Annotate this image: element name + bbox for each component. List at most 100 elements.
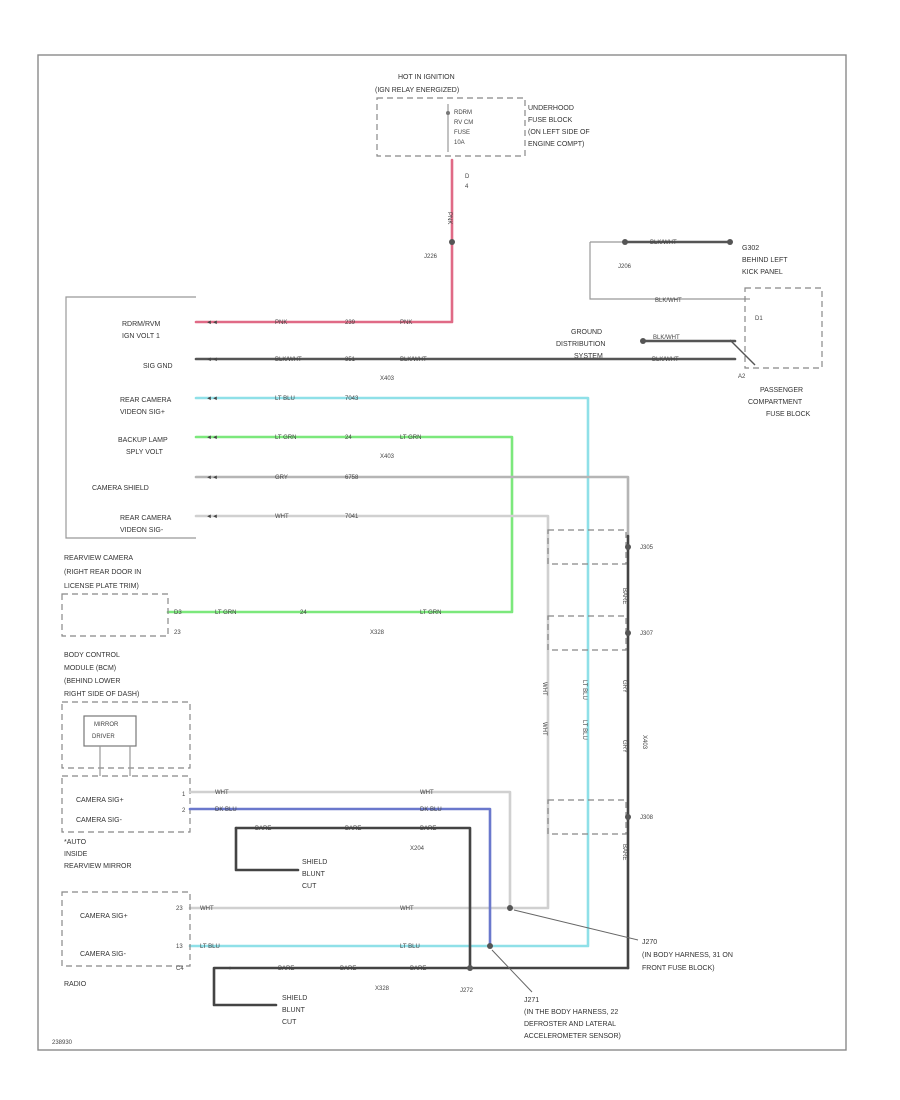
rearview-pin-2: 23 (174, 630, 181, 636)
x403-a-label: X403 (380, 376, 395, 382)
bcm-title-4: RIGHT SIDE OF DASH) (64, 691, 139, 698)
row0-mark: ◄◄ (206, 320, 218, 326)
g302-label-1: G302 (742, 245, 759, 252)
blk-wht-lo-label: BLK/WHT (652, 357, 679, 363)
radio-wht-2: WHT (400, 906, 414, 912)
x403-v-label: X403 (641, 735, 647, 750)
row-ign-volt: RDRM/RVM IGN VOLT 1 PNK 239 PNK (122, 320, 412, 340)
rearview-title-1: REARVIEW CAMERA (64, 555, 133, 562)
underhood-label-4: ENGINE COMPT) (528, 141, 584, 148)
fuse-label-2: RV CM (454, 120, 473, 126)
vert-bare: BARE (621, 588, 627, 604)
splice-j308-label: J308 (640, 815, 654, 821)
splice-j307-dot (625, 630, 631, 636)
footer-code: 238930 (52, 1040, 73, 1046)
wire-video-sig-neg (188, 514, 550, 910)
wire-mirror-sig-neg (188, 807, 492, 948)
underhood-label-3: (ON LEFT SIDE OF (528, 129, 590, 136)
x204-label: X204 (410, 846, 425, 852)
radio-bare: BARE (278, 966, 294, 972)
row-backup-lamp: BACKUP LAMP SPLY VOLT LT GRN 24 LT GRN X… (118, 435, 514, 614)
underhood-fuse-block: HOT IN IGNITION (IGN RELAY ENERGIZED) RD… (375, 74, 590, 190)
mirror-shield-3: CUT (302, 883, 317, 890)
j270-label-1: J270 (642, 939, 657, 946)
row1-mark: ◄◄ (206, 357, 218, 363)
row2-wire: LT BLU (275, 396, 295, 402)
rearview-title-2: (RIGHT REAR DOOR IN (64, 569, 141, 576)
radio: CAMERA SIG+ CAMERA SIG- 23 13 C4 RADIO (61, 891, 191, 988)
row3-mark: ◄◄ (206, 435, 218, 441)
wire-radio-shield-stub (212, 966, 278, 1007)
wire-mirror-sig-pos (188, 790, 512, 910)
j270-dot (507, 905, 513, 911)
rearview-title-3: LICENSE PLATE TRIM) (64, 583, 139, 590)
ground-distribution: GROUND DISTRIBUTION SYSTEM BLK/WHT (556, 329, 737, 360)
pin-d1-label: D1 (755, 316, 763, 322)
gnd-dist-label-3: SYSTEM (574, 353, 603, 360)
blk-wht-top-label: BLK/WHT (650, 240, 677, 246)
row3-circ: 24 (345, 435, 352, 441)
red-wire-code-vertical: PNK (446, 212, 452, 224)
row1-label-1: SIG GND (143, 363, 173, 370)
row-video-sig-neg: REAR CAMERA VIDEON SIG- WHT 7041 (120, 514, 550, 910)
vert-gry-2: GRY (621, 740, 627, 753)
splice-j226-dot (449, 239, 455, 245)
g302-label-3: KICK PANEL (742, 269, 783, 276)
splice-boxes: J305 J307 J308 (547, 529, 654, 835)
mirror-outline (61, 775, 191, 833)
mirror-driver-label-2: DRIVER (92, 734, 115, 740)
radio-ltblu-2: LT BLU (400, 944, 420, 950)
bcm-title-3: (BEHIND LOWER (64, 678, 120, 685)
row1-circ: 351 (345, 357, 356, 363)
wire-video-sig-pos (188, 396, 590, 948)
passenger-label-1: PASSENGER (760, 387, 803, 394)
rearview-pin: D3 (174, 610, 182, 616)
splice-j307-label: J307 (640, 631, 654, 637)
row1-wire-2: BLK/WHT (400, 357, 427, 363)
row0-wire-2: PNK (400, 320, 412, 326)
vert-ltblu-2: LT BLU (581, 720, 587, 740)
mirror-driver-label-1: MIRROR (94, 722, 119, 728)
vert-ltblu: LT BLU (581, 680, 587, 700)
mirror-dkblu-2: DK BLU (420, 807, 442, 813)
radio-pin-2: 13 (176, 944, 183, 950)
ground-dot-a (622, 239, 628, 245)
row0-label-1: RDRM/RVM (122, 321, 161, 328)
mirror-title-3: REARVIEW MIRROR (64, 863, 132, 870)
passenger-label-2: COMPARTMENT (748, 399, 803, 406)
j271-dot (487, 943, 493, 949)
radio-sig2: CAMERA SIG- (80, 951, 127, 958)
splice-j305-label: J305 (640, 545, 654, 551)
mirror-wht-2: WHT (420, 790, 434, 796)
fuse-pin-2: 4 (465, 184, 469, 190)
j272-label: J272 (460, 988, 474, 994)
j271-label-4: ACCELEROMETER SENSOR) (524, 1033, 621, 1040)
rearview-green-circ: 24 (300, 610, 307, 616)
body-control-module: BODY CONTROL MODULE (BCM) (BEHIND LOWER … (61, 652, 191, 776)
ground-jumper (729, 339, 756, 366)
radio-wire-labels: WHT LT BLU WHT LT BLU BARE BARE BARE X32… (200, 906, 426, 1026)
row0-label-2: IGN VOLT 1 (122, 333, 160, 340)
j271-leader (491, 949, 533, 993)
row2-circ: 7043 (345, 396, 359, 402)
radio-pin-1: 23 (176, 906, 183, 912)
passenger-fuse-block-outline (744, 287, 823, 369)
radio-shield-2: BLUNT (282, 1007, 306, 1014)
mirror-wht: WHT (215, 790, 229, 796)
mirror-shield-2: BLUNT (302, 871, 326, 878)
row5-circ: 7041 (345, 514, 359, 520)
vert-wht-2: WHT (541, 722, 547, 736)
radio-sig1: CAMERA SIG+ (80, 913, 128, 920)
j206-label: J206 (618, 264, 632, 270)
row3-label-1: BACKUP LAMP (118, 437, 168, 444)
j270-leader (513, 909, 639, 941)
row4-circ: 6758 (345, 475, 359, 481)
mirror-bare-3: BARE (420, 826, 436, 832)
row0-circ: 239 (345, 320, 356, 326)
row3-label-2: SPLY VOLT (126, 449, 164, 456)
ground-loop-wire (589, 242, 750, 300)
fuse-label-4: 10A (454, 140, 465, 146)
rearview-green-wire: LT GRN (215, 610, 236, 616)
radio-pin-3: C4 (176, 966, 184, 972)
row5-mark: ◄◄ (206, 514, 218, 520)
